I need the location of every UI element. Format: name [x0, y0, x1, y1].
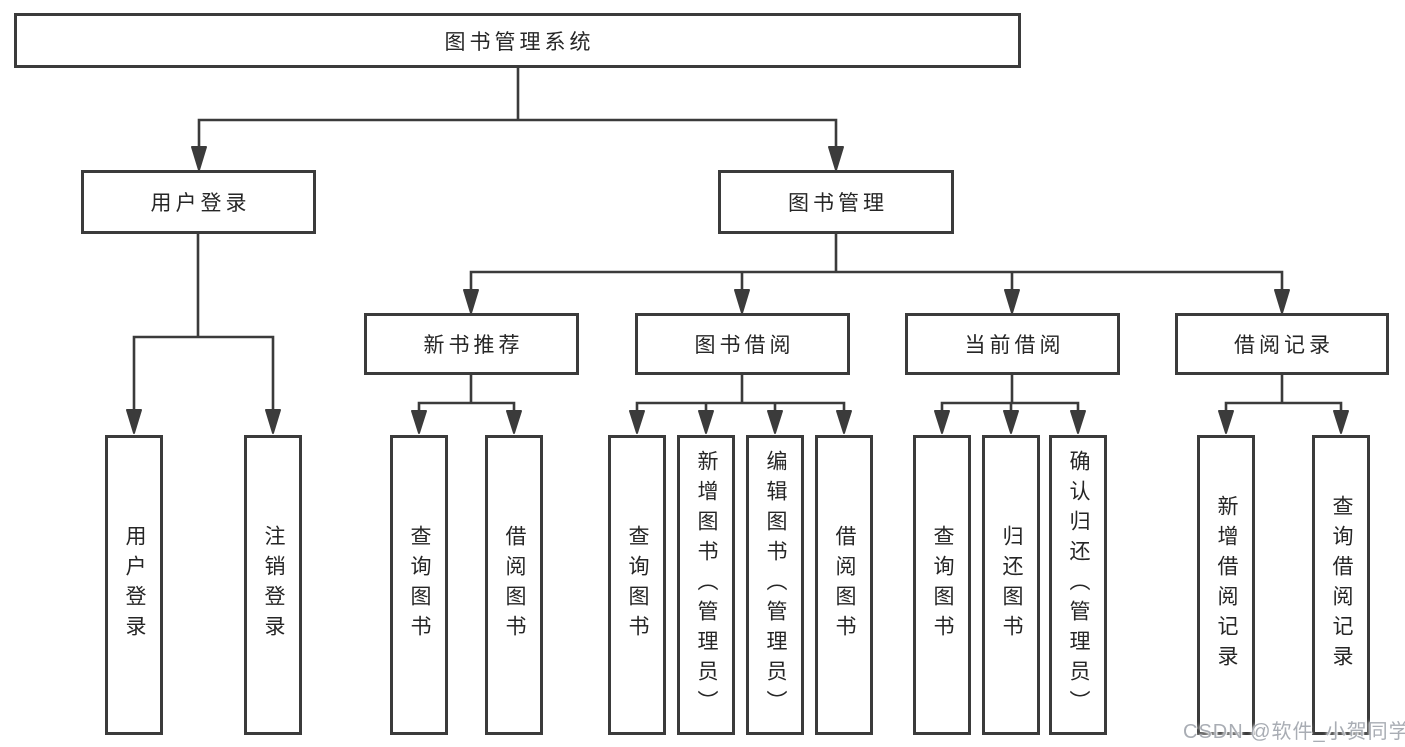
- arrowhead: [1274, 289, 1290, 314]
- leaf-borrowing-query-books: 查询图书: [608, 435, 666, 735]
- leaf-recommend-borrow-books: 借阅图书: [485, 435, 543, 735]
- node-book-management: 图书管理: [718, 170, 954, 234]
- leaf-user-login-label: 用户登录: [123, 525, 146, 645]
- leaf-records-add-record-label: 新增借阅记录: [1215, 495, 1238, 675]
- leaf-recommend-borrow-books-label: 借阅图书: [503, 525, 526, 645]
- leaf-borrowing-borrow-books-label: 借阅图书: [833, 525, 856, 645]
- leaf-borrowing-add-book-admin: 新增图书（管理员）: [677, 435, 735, 735]
- leaf-current-query-books-label: 查询图书: [931, 525, 954, 645]
- connector-new-book-recommend-to-leaves: [417, 375, 516, 411]
- leaf-logout: 注销登录: [244, 435, 302, 735]
- leaf-current-confirm-return-admin-label: 确认归还（管理员）: [1067, 450, 1090, 720]
- node-borrow-records-label: 借阅记录: [1234, 334, 1334, 357]
- leaf-records-query-record: 查询借阅记录: [1312, 435, 1370, 735]
- arrowhead: [698, 410, 714, 434]
- node-book-borrowing: 图书借阅: [635, 313, 850, 375]
- leaf-recommend-query-books: 查询图书: [390, 435, 448, 735]
- arrowhead: [767, 410, 783, 434]
- node-user-login: 用户登录: [81, 170, 316, 234]
- leaf-recommend-query-books-label: 查询图书: [408, 525, 431, 645]
- node-new-book-recommend: 新书推荐: [364, 313, 579, 375]
- arrowhead: [1218, 410, 1234, 434]
- leaf-borrowing-edit-book-admin-label: 编辑图书（管理员）: [764, 450, 787, 720]
- arrowhead: [1333, 410, 1349, 434]
- arrowhead: [828, 146, 844, 171]
- arrowhead: [411, 410, 427, 434]
- node-book-borrowing-label: 图书借阅: [694, 334, 795, 357]
- arrowhead: [265, 409, 281, 434]
- arrowhead: [126, 409, 142, 434]
- arrowhead: [934, 410, 950, 434]
- node-new-book-recommend-label: 新书推荐: [423, 334, 524, 357]
- leaf-user-login: 用户登录: [105, 435, 163, 735]
- node-book-management-label: 图书管理: [788, 192, 888, 215]
- leaf-current-return-books-label: 归还图书: [1000, 525, 1023, 645]
- connector-book-management-to-level3: [469, 234, 1284, 290]
- leaf-current-return-books: 归还图书: [982, 435, 1040, 735]
- leaf-borrowing-edit-book-admin: 编辑图书（管理员）: [746, 435, 804, 735]
- node-current-borrowing-label: 当前借阅: [964, 334, 1065, 357]
- leaf-borrowing-add-book-admin-label: 新增图书（管理员）: [695, 450, 718, 720]
- arrowhead: [1070, 410, 1086, 434]
- leaf-records-query-record-label: 查询借阅记录: [1330, 495, 1353, 675]
- arrowhead: [836, 410, 852, 434]
- node-root: 图书管理系统: [14, 13, 1021, 68]
- node-current-borrowing: 当前借阅: [905, 313, 1120, 375]
- leaf-records-add-record: 新增借阅记录: [1197, 435, 1255, 735]
- arrowhead: [463, 289, 479, 314]
- arrowhead: [734, 289, 750, 314]
- connector-book-borrowing-to-leaves: [635, 375, 846, 411]
- connector-user-login-to-leaves: [132, 234, 275, 410]
- connector-borrow-records-to-leaves: [1224, 375, 1343, 411]
- node-borrow-records: 借阅记录: [1175, 313, 1389, 375]
- arrowheads: [126, 146, 1349, 434]
- arrowhead: [1004, 289, 1020, 314]
- arrowhead: [506, 410, 522, 434]
- arrowhead: [1003, 410, 1019, 434]
- leaf-current-query-books: 查询图书: [913, 435, 971, 735]
- node-user-login-label: 用户登录: [150, 192, 251, 215]
- leaf-logout-label: 注销登录: [262, 525, 285, 645]
- leaf-borrowing-borrow-books: 借阅图书: [815, 435, 873, 735]
- leaf-current-confirm-return-admin: 确认归还（管理员）: [1049, 435, 1107, 735]
- csdn-watermark: CSDN @软件_小贺同学: [1183, 721, 1405, 743]
- leaf-borrowing-query-books-label: 查询图书: [626, 525, 649, 645]
- connector-root-to-level2: [197, 68, 838, 147]
- arrowhead: [629, 410, 645, 434]
- connector-current-borrowing-to-leaves: [940, 375, 1080, 411]
- node-root-label: 图书管理系统: [444, 30, 595, 54]
- arrowhead: [191, 146, 207, 171]
